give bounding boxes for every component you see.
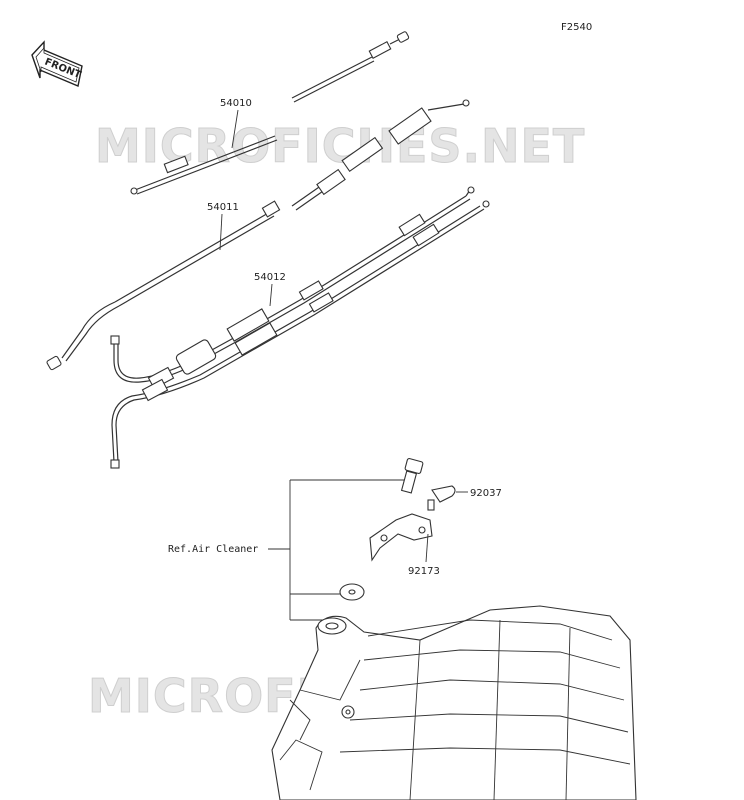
- cable-54011: [46, 200, 281, 371]
- callouts: 54010 54011 54012: [207, 98, 286, 307]
- front-arrow-icon: FRONT: [31, 40, 83, 87]
- part-number-54012: 54012: [254, 272, 286, 283]
- bracket-92173: [369, 513, 433, 562]
- part-number-92173: 92173: [408, 566, 440, 577]
- air-cleaner-housing: [271, 605, 637, 800]
- cable-54010: [130, 31, 410, 195]
- part-number-92037: 92037: [470, 488, 502, 499]
- cable-middle: [291, 99, 470, 211]
- figure-code: F2540: [561, 22, 592, 33]
- part-number-54010: 54010: [220, 98, 252, 109]
- bolt: [400, 458, 424, 494]
- ref-air-cleaner-label: Ref.Air Cleaner: [168, 544, 258, 555]
- part-number-54011: 54011: [207, 202, 239, 213]
- ref-bracket-lines: [268, 479, 404, 621]
- clip-92037: [427, 485, 456, 511]
- cable-54012: [110, 186, 490, 469]
